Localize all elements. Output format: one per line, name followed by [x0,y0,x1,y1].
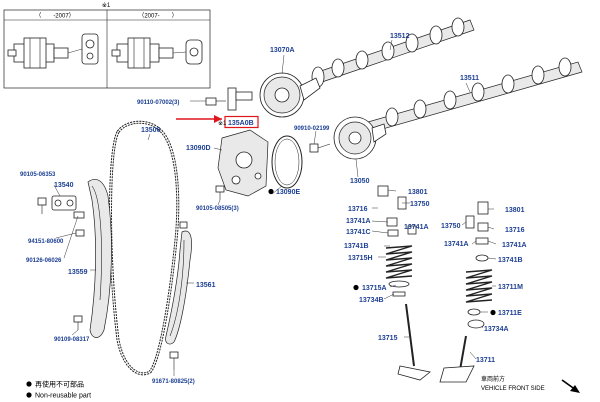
label-13741B-left: 13741B [344,243,369,250]
label-13750-right: 13750 [441,223,461,230]
bolt-90110-07002 [205,97,226,106]
highlight-135A0B [176,115,259,129]
label-13741A-right-2: 13741A [502,242,527,249]
label-13715: 13715 [378,335,398,342]
label-91671-80825: 91671-80825(2) [152,379,195,385]
label-90110-07002-number: 90110-07002 [137,100,173,106]
label-13741C-left: 13741C [346,229,371,236]
label-13711M: 13711M [498,284,523,291]
label-13050: 13050 [350,178,370,185]
inset-col1-header: （ -2007） [35,13,74,20]
label-135A0B: 135A0B [228,120,254,127]
oil-control-valve-135A0B [227,87,253,111]
label-90910-02199: 90910-02199 [294,126,330,132]
label-13741B-right: 13741B [498,257,523,264]
label-90109-08317: 90109-08317 [54,337,90,343]
label-13715A: 13715A [362,285,387,292]
bolt-90910-02199 [309,143,331,153]
label-91671-80825-qty: (2) [187,379,194,385]
camshaft-13511 [367,57,583,133]
label-91671-80825-number: 91671-80825 [152,379,188,385]
label-13090E: 13090E [276,189,300,196]
label-90110-07002-qty: (3) [172,100,179,106]
label-13716-left: 13716 [348,206,368,213]
label-90110-07002: 90110-07002(3) [137,100,179,106]
legend-text-jp: 再使用不可部品 [35,380,84,389]
label-13506: 13506 [141,127,161,134]
gasket-13090E [271,135,303,189]
label-13801-left: 13801 [408,189,428,196]
callout-labels: 13070A 13512 13511 90110-07002(3) ※1 135… [20,33,527,385]
label-13734A: 13734A [484,326,509,333]
label-13511: 13511 [460,75,479,82]
bolt-90105-08505 [215,185,225,200]
non-reusable-mark-13711E [490,309,496,316]
chain-tensioner-13540 [37,195,85,237]
label-90105-06353: 90105-06353 [20,172,56,178]
non-reusable-mark-13090E [268,188,274,195]
chain-vibration-damper-13561 [165,230,192,345]
vehicle-direction-indicator: 車両前方 VEHICLE FRONT SIDE [481,375,580,393]
label-135A0B-mark: ※1 [218,120,227,127]
label-13715H: 13715H [348,255,373,262]
legend-bullet-1 [26,381,32,387]
valvetrain-intake [377,185,431,381]
label-13711E: 13711E [498,310,522,317]
camshaft-timing-sprocket-13050 [333,116,387,160]
bolt-91671-80825 [169,221,188,370]
label-13741A-left: 13741A [346,218,371,225]
inset-col2-header: （2007- ） [138,13,177,20]
bolt-90109-08317 [73,315,83,330]
label-90105-08505: 90105-08505(3) [196,206,239,212]
camshaft-13512 [311,17,475,88]
inset-mark: ※1 [102,2,111,9]
label-13540: 13540 [54,182,74,189]
label-13750-left: 13750 [410,201,430,208]
legend-bullet-2 [26,392,32,398]
label-13070A: 13070A [270,47,295,54]
direction-text-jp: 車両前方 [481,375,505,383]
label-90126-06026: 90126-06026 [26,258,62,264]
label-90105-08505-qty: (3) [231,206,238,212]
inset-ocv-old [7,33,99,69]
non-reusable-mark-13715A [353,284,359,291]
camshaft-timing-gear-13070A [259,72,321,118]
label-13741A-right: 13741A [444,241,469,248]
leader-lines [53,39,497,376]
chain-tensioner-slipper-13559 [87,179,112,338]
label-13561: 13561 [196,282,216,289]
inset-ocv-new [111,37,203,69]
direction-text-en: VEHICLE FRONT SIDE [481,386,545,392]
label-13716-right: 13716 [505,227,525,234]
label-94151-80600: 94151-80600 [28,239,64,245]
revision-inset: ※1 （ -2007） （2007- ） [3,2,211,89]
label-13741A-left-2: 13741A [404,224,429,231]
direction-arrow-icon [561,379,580,393]
legend: 再使用不可部品 Non-reusable part [26,380,91,400]
label-13711: 13711 [476,357,495,364]
cam-timing-oil-control-housing-13090D [217,129,269,197]
label-13559: 13559 [68,269,88,276]
label-13090D: 13090D [186,145,211,152]
valvetrain-exhaust [439,201,493,383]
label-13801-right: 13801 [505,207,525,214]
label-90105-08505-number: 90105-08505 [196,206,232,212]
label-13734B: 13734B [359,297,384,304]
legend-text-en: Non-reusable part [35,393,91,400]
label-13512: 13512 [390,33,410,40]
